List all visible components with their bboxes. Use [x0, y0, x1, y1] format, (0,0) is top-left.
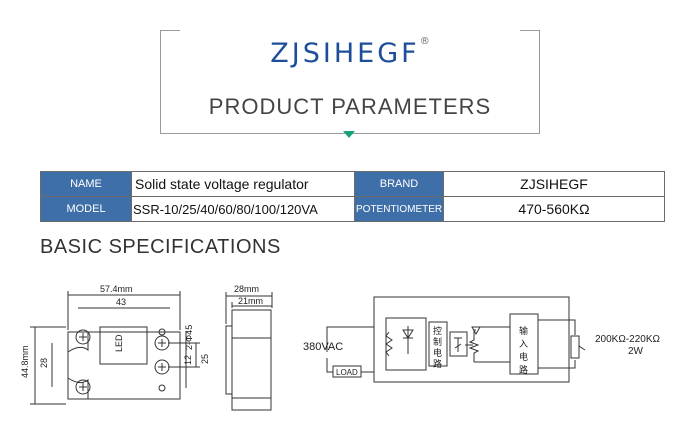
frame-top-right: [520, 30, 540, 31]
input-char-1: 输: [519, 325, 528, 336]
model-value: SSR-10/25/40/60/80/100/120VA: [131, 196, 355, 222]
pot-inner: [465, 329, 480, 362]
dim-terminal-height: 25: [200, 354, 210, 364]
front-view-labels: 57.4mm 43 44.8mm 28 2-Φ45 12 25 LED: [20, 284, 210, 378]
circuit-labels: 380VAC LOAD 控 制 电 路 输 入 电 路 200KΩ-220KΩ …: [303, 325, 661, 377]
triac-block: [385, 317, 427, 371]
frame-top-left: [160, 30, 180, 31]
control-char-1: 控: [433, 325, 442, 336]
top-mount-slot: [67, 332, 89, 353]
input-wires: [474, 319, 576, 369]
module-flange: [67, 331, 181, 400]
side-view: [225, 292, 273, 411]
resistor: [385, 331, 393, 357]
circuit-outline: [373, 296, 570, 383]
supply-label: 380VAC: [303, 341, 343, 353]
dim-line-width-total: [67, 291, 181, 330]
triac-icon: [402, 326, 414, 354]
dim-width-holes: 43: [116, 297, 126, 307]
side-base-lines: [232, 337, 271, 399]
mount-hole: [158, 328, 166, 336]
side-base: [225, 325, 233, 395]
name-label: NAME: [40, 171, 132, 197]
external-pot: [570, 335, 580, 359]
section-title: BASIC SPECIFICATIONS: [40, 236, 281, 258]
potentiometer-label: POTENTIOMETER: [354, 196, 444, 222]
brand-value: ZJSIHEGF: [443, 171, 665, 197]
control-char-2: 制: [433, 336, 442, 347]
optocoupler: [449, 331, 468, 357]
potentiometer-value: 470-560KΩ: [443, 196, 665, 222]
dim-line-terminal: [168, 342, 200, 368]
dim-depth-total: 28mm: [234, 284, 259, 294]
page-title: PRODUCT PARAMETERS: [208, 94, 492, 119]
load-box: [332, 365, 362, 378]
front-view: [30, 291, 200, 405]
registered-mark: ®: [419, 36, 430, 47]
parameters-table: NAME Solid state voltage regulator BRAND…: [40, 171, 665, 222]
mount-hole: [158, 384, 166, 392]
input-block: [509, 313, 539, 375]
photo-transistor-icon: [454, 337, 462, 352]
terminal: [154, 335, 170, 351]
circuit-diagram: [326, 296, 586, 383]
terminal: [75, 379, 91, 395]
dim-terminal-pitch: 12: [183, 355, 193, 365]
model-label: MODEL: [40, 196, 132, 222]
dim-height-total: 44.8mm: [20, 345, 30, 378]
led-label: LED: [114, 334, 124, 352]
brand-label: BRAND: [354, 171, 444, 197]
table-row: NAME Solid state voltage regulator BRAND…: [40, 171, 665, 197]
control-block: [428, 321, 448, 367]
control-char-3: 电: [433, 347, 442, 358]
input-char-3: 电: [519, 351, 528, 362]
brand-text: ZJSIHEGF: [270, 38, 420, 69]
dim-hole-label: 2-Φ45: [184, 325, 194, 350]
external-pot-arrow: [578, 345, 586, 351]
bottom-mount-slot: [67, 377, 89, 399]
pot-arrow-icon: [471, 326, 481, 336]
terminal: [75, 329, 91, 345]
name-value: Solid state voltage regulator: [131, 171, 355, 197]
dim-line-depth-inner: [231, 302, 272, 308]
input-char-2: 入: [519, 339, 528, 349]
terminal: [154, 359, 170, 375]
pot-range-label: 200KΩ-220KΩ: [595, 334, 661, 345]
dim-line-height-total: [30, 326, 66, 405]
control-char-4: 路: [433, 358, 442, 369]
triangle-down-icon: [343, 131, 355, 138]
dim-height-inner: 28: [39, 358, 49, 368]
dim-width-total: 57.4mm: [100, 284, 133, 294]
dim-line-depth-total: [225, 292, 273, 324]
technical-drawing: 57.4mm 43 44.8mm 28 2-Φ45 12 25 LED 28mm…: [20, 284, 661, 411]
table-row: MODEL SSR-10/25/40/60/80/100/120VA POTEN…: [40, 196, 665, 222]
side-body: [231, 309, 272, 411]
pot-power-label: 2W: [628, 346, 644, 357]
side-view-labels: 28mm 21mm: [234, 284, 263, 306]
input-char-4: 路: [519, 364, 528, 375]
load-label: LOAD: [336, 368, 358, 377]
led-window: [99, 326, 148, 365]
brand-logo: ZJSIHEGF®: [0, 36, 700, 69]
dim-depth-inner: 21mm: [238, 296, 263, 306]
